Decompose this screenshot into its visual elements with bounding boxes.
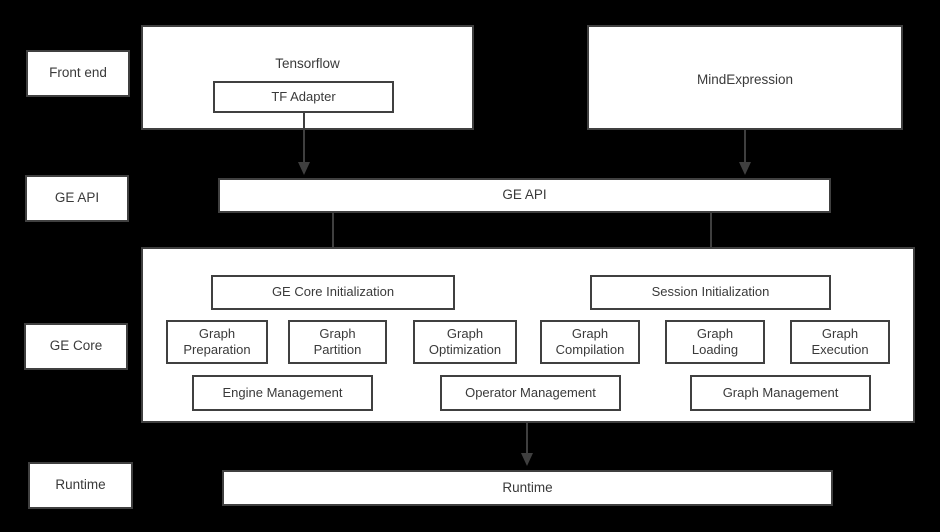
stage-graph-loading: Graph Loading	[665, 320, 765, 364]
stage-graph-preparation: Graph Preparation	[166, 320, 268, 364]
runtime-bar: Runtime	[222, 470, 833, 506]
connector-tf-adapter-to-ge-api	[303, 113, 305, 164]
tensorflow-container: Tensorflow	[141, 25, 474, 130]
stage-graph-execution: Graph Execution	[790, 320, 890, 364]
mindexpression-title: MindExpression	[696, 72, 794, 87]
ge-api-bar: GE API	[218, 178, 831, 213]
layer-label-ge-core: GE Core	[24, 323, 128, 370]
ge-core-initialization-box: GE Core Initialization	[211, 275, 455, 310]
management-graph: Graph Management	[690, 375, 871, 411]
mindexpression-container: MindExpression	[587, 25, 903, 130]
connector-ge-core-to-runtime	[526, 423, 528, 455]
management-operator: Operator Management	[440, 375, 621, 411]
connector-ge-api-to-ge-core-init	[332, 213, 334, 261]
layer-label-ge-api: GE API	[25, 175, 129, 222]
arrowhead-ge-core-to-runtime	[521, 453, 533, 466]
stage-graph-optimization: Graph Optimization	[413, 320, 517, 364]
arrowhead-tf-adapter-to-ge-api	[298, 162, 310, 175]
management-engine: Engine Management	[192, 375, 373, 411]
layer-label-front-end: Front end	[26, 50, 130, 97]
connector-mindexpression-to-ge-api	[744, 130, 746, 164]
stage-graph-compilation: Graph Compilation	[540, 320, 640, 364]
session-initialization-box: Session Initialization	[590, 275, 831, 310]
stage-graph-partition: Graph Partition	[288, 320, 387, 364]
tf-adapter-box: TF Adapter	[213, 81, 394, 113]
arrowhead-mindexpression-to-ge-api	[739, 162, 751, 175]
tensorflow-title: Tensorflow	[275, 56, 340, 71]
connector-ge-api-to-session-init	[710, 213, 712, 261]
layer-label-runtime: Runtime	[28, 462, 133, 509]
